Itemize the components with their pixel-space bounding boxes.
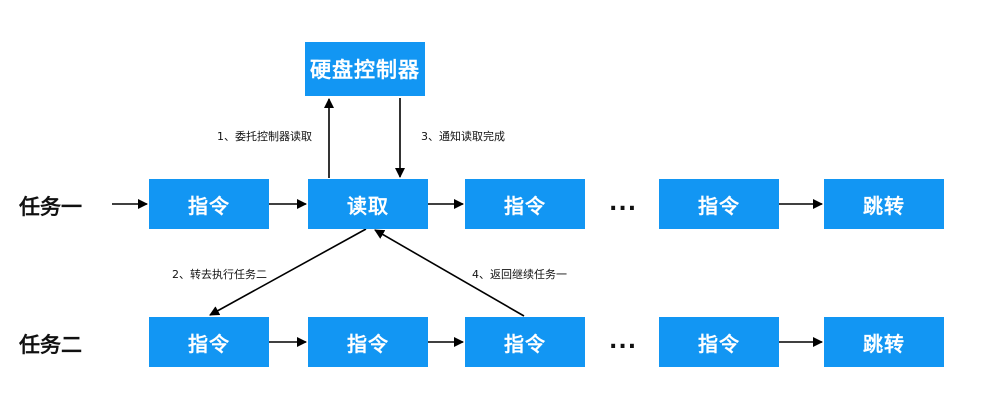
note-notify-complete: 3、通知读取完成 — [421, 130, 505, 143]
task1-step-2-read: 读取 — [308, 179, 428, 229]
arrow-switch-to-task2 — [209, 228, 367, 316]
task1-step-1: 指令 — [149, 179, 269, 229]
task2-step-3: 指令 — [465, 317, 585, 367]
note-resume-task1: 4、返回继续任务一 — [472, 268, 567, 281]
task2-ellipsis: ... — [609, 329, 638, 354]
task2-step-2: 指令 — [308, 317, 428, 367]
task2-step-4: 指令 — [659, 317, 779, 367]
task2-label: 任务二 — [19, 333, 82, 357]
task2-step-1: 指令 — [149, 317, 269, 367]
task1-label: 任务一 — [19, 195, 82, 219]
task1-step-3: 指令 — [465, 179, 585, 229]
task1-step-4: 指令 — [659, 179, 779, 229]
arrow-resume-task1 — [374, 229, 525, 317]
disk-controller-box: 硬盘控制器 — [305, 42, 425, 96]
note-delegate-read: 1、委托控制器读取 — [217, 130, 312, 143]
task2-step-5-jump: 跳转 — [824, 317, 944, 367]
task1-ellipsis: ... — [609, 191, 638, 216]
task1-step-5-jump: 跳转 — [824, 179, 944, 229]
note-switch-task2: 2、转去执行任务二 — [172, 268, 267, 281]
